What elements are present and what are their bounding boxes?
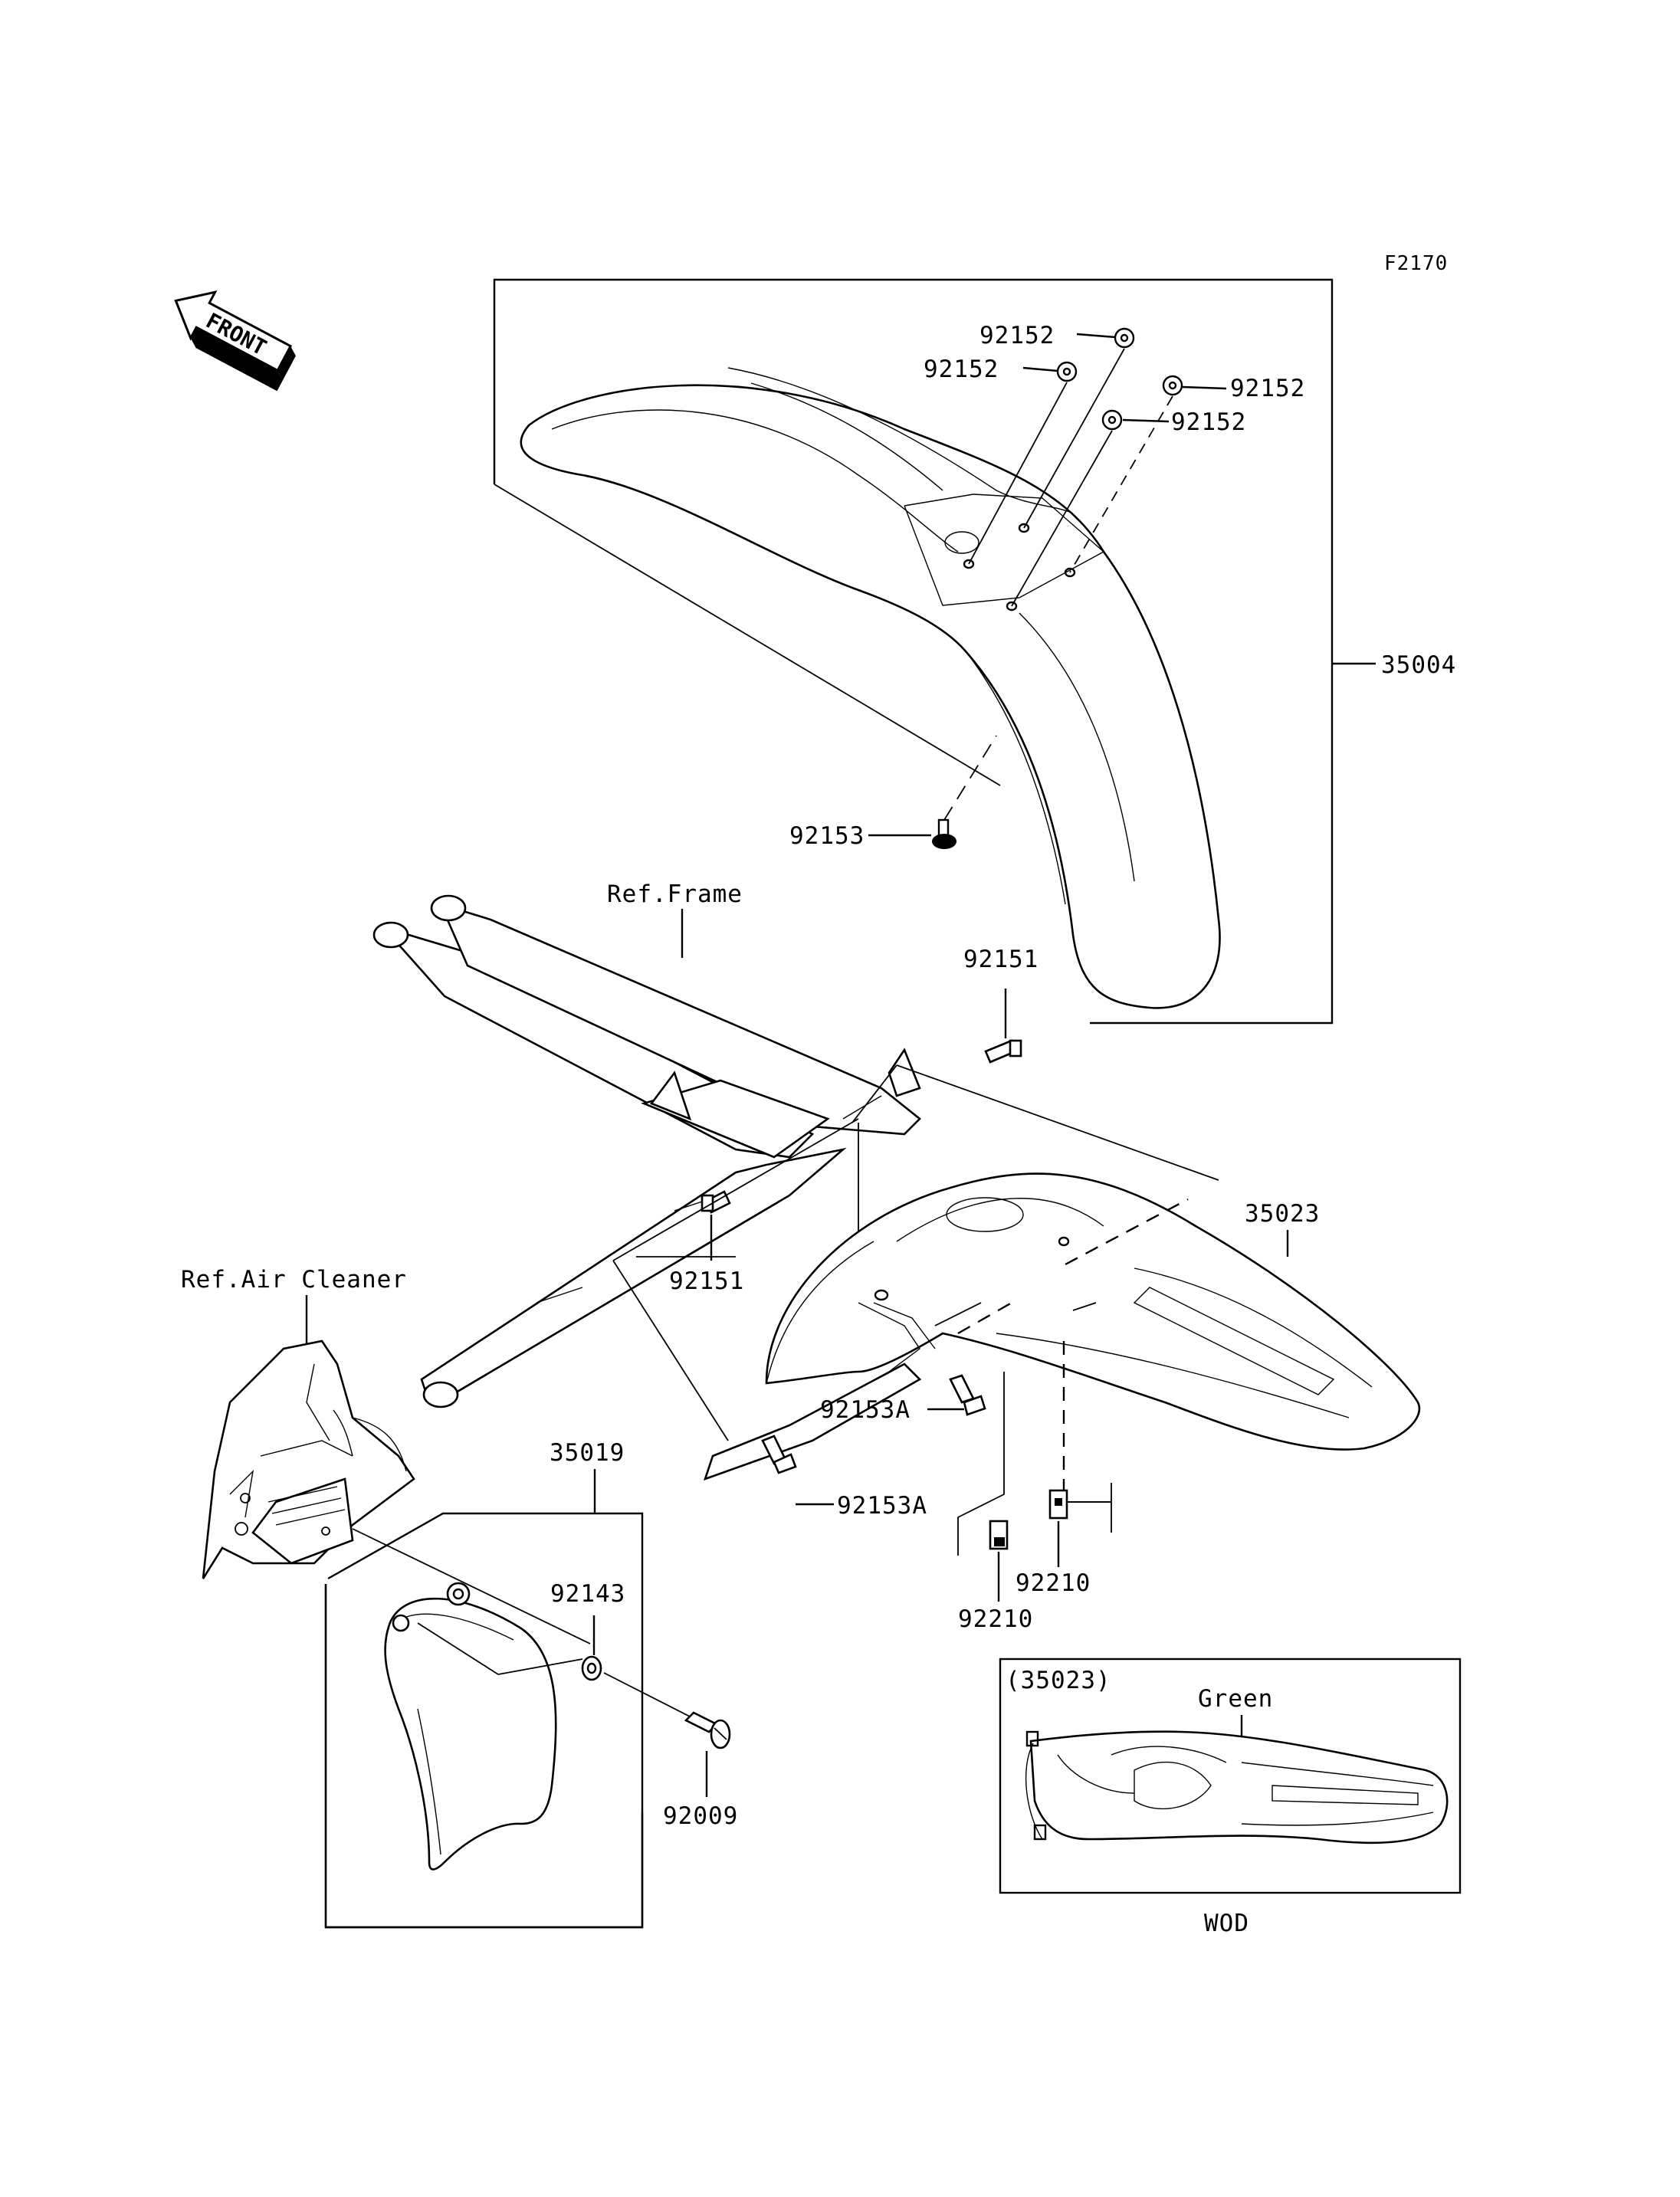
mud-guard <box>384 1597 557 1871</box>
bolt-92151-upper <box>984 1039 1022 1064</box>
label-92151-lower: 92151 <box>669 1267 744 1295</box>
clip-92210-right <box>1048 1489 1068 1520</box>
washer-92152-a <box>1114 327 1135 349</box>
rear-fender-group <box>612 1064 1421 1556</box>
rear-fender <box>765 1172 1421 1451</box>
label-92152-c: 92152 <box>1230 375 1305 402</box>
washer-92152-c <box>1162 375 1183 396</box>
washer-92152-b <box>1056 361 1078 382</box>
label-92210-left: 92210 <box>958 1605 1033 1633</box>
bolt-92153A-lower <box>761 1435 797 1474</box>
label-35004: 35004 <box>1381 651 1456 679</box>
inset-caption: WOD <box>1204 1910 1249 1937</box>
front-fender <box>520 384 1221 1009</box>
bolt-92153A-upper <box>949 1374 986 1416</box>
label-92009: 92009 <box>663 1802 738 1830</box>
label-92153A-upper: 92153A <box>820 1396 911 1424</box>
mud-guard-group <box>324 1512 644 1929</box>
inset-rear-fender <box>1029 1730 1449 1844</box>
rear-frame <box>372 894 921 1408</box>
clip-92210-left <box>989 1520 1009 1550</box>
label-92153A-lower: 92153A <box>837 1492 927 1520</box>
label-92153: 92153 <box>789 822 865 850</box>
washer-92152-d <box>1101 409 1123 431</box>
label-92152-d: 92152 <box>1171 408 1246 436</box>
screw-92153 <box>932 818 956 849</box>
label-35023: 35023 <box>1245 1200 1320 1228</box>
ref-frame-label: Ref.Frame <box>607 880 743 908</box>
front-direction-arrow: FRONT <box>174 290 296 392</box>
washer-92143 <box>581 1655 602 1681</box>
label-92152-a: 92152 <box>979 322 1055 349</box>
label-92143: 92143 <box>550 1580 625 1608</box>
label-92151-upper: 92151 <box>963 946 1039 973</box>
label-92210-right: 92210 <box>1016 1569 1091 1597</box>
inset-color-label: Green <box>1198 1685 1273 1713</box>
front-fender-group <box>493 278 1376 1025</box>
inset-part-ref: (35023) <box>1006 1667 1111 1694</box>
inset-panel: (35023) Green <box>999 1658 1462 1894</box>
ref-air-cleaner-label: Ref.Air Cleaner <box>181 1266 407 1294</box>
label-35019: 35019 <box>550 1439 625 1467</box>
screw-92009 <box>684 1711 731 1749</box>
figure-code: F2170 <box>1384 252 1448 275</box>
air-cleaner-housing <box>202 1340 415 1579</box>
label-92152-b: 92152 <box>924 356 999 383</box>
